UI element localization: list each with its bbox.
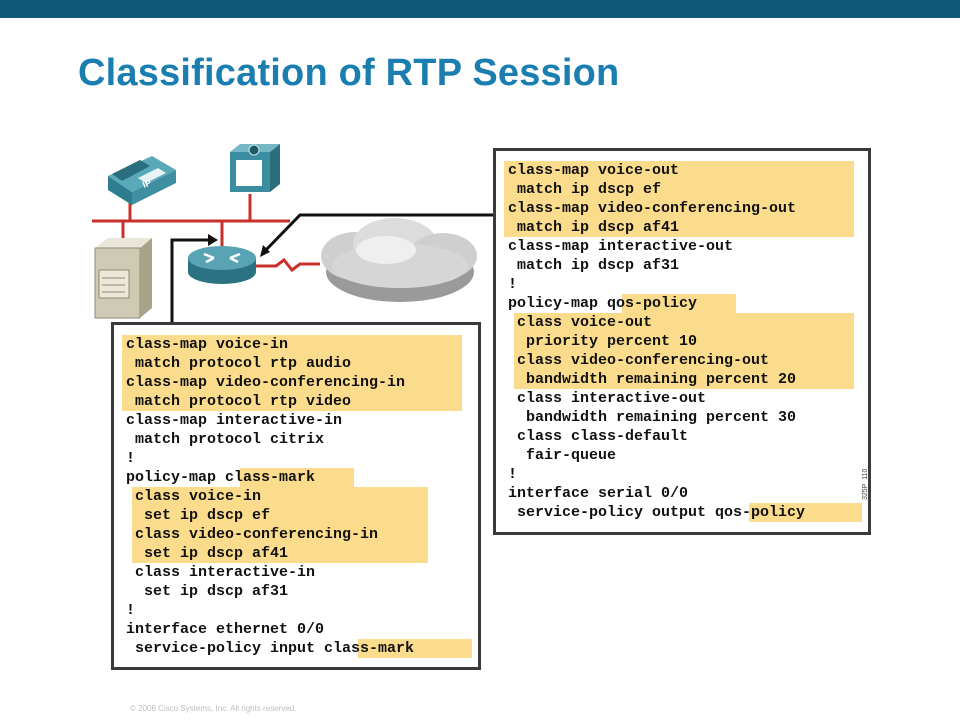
config-line: service-policy input class-mark <box>126 640 415 657</box>
config-line: class video-conferencing-in <box>126 526 379 543</box>
config-line: bandwidth remaining percent 20 <box>508 371 797 388</box>
config-line: match protocol rtp audio <box>126 355 352 372</box>
highlight-priority-bandwidth <box>514 313 854 389</box>
config-line: match ip dscp ef <box>508 181 662 198</box>
slide-title: Classification of RTP Session <box>78 52 620 94</box>
config-line: class-map video-conferencing-in <box>126 374 406 391</box>
ingress-config-box: class-map voice-in match protocol rtp au… <box>111 322 481 670</box>
router-icon <box>188 246 256 284</box>
egress-config-box: class-map voice-out match ip dscp ef cla… <box>493 148 871 535</box>
highlight-voice-video-out <box>504 161 854 237</box>
config-line: class-map interactive-out <box>508 238 734 255</box>
config-line: class class-default <box>508 428 689 445</box>
highlight-policy-class-mark <box>240 468 354 487</box>
config-line: service-policy output qos-policy <box>508 504 806 521</box>
config-line: class interactive-out <box>508 390 707 407</box>
config-line: fair-queue <box>508 447 617 464</box>
config-line: ! <box>126 450 136 467</box>
config-line: class voice-out <box>508 314 653 331</box>
right-callout-line <box>262 213 493 254</box>
serial-link-line <box>256 257 320 273</box>
config-line: match protocol rtp video <box>126 393 352 410</box>
figure-id: 325P_110 <box>862 468 869 500</box>
left-callout-line <box>170 238 214 322</box>
highlight-policy-qos <box>622 294 736 313</box>
highlight-input-class-mark <box>358 639 472 658</box>
config-line: class-map voice-in <box>126 336 289 353</box>
ip-phone-icon: IP <box>108 156 176 205</box>
config-line: ! <box>508 276 518 293</box>
config-line: set ip dscp af31 <box>126 583 289 600</box>
config-line: class interactive-in <box>126 564 316 581</box>
wan-cloud-icon <box>321 218 477 302</box>
config-line: class video-conferencing-out <box>508 352 770 369</box>
config-line: priority percent 10 <box>508 333 698 350</box>
config-line: match ip dscp af31 <box>508 257 680 274</box>
config-line: class-map voice-out <box>508 162 680 179</box>
config-line: class-map interactive-in <box>126 412 343 429</box>
config-line: set ip dscp af41 <box>126 545 289 562</box>
config-line: policy-map class-mark <box>126 469 316 486</box>
config-line: match protocol citrix <box>126 431 325 448</box>
config-line: ! <box>126 602 136 619</box>
config-line: class voice-in <box>126 488 262 505</box>
config-line: interface serial 0/0 <box>508 485 689 502</box>
config-line: ! <box>508 466 518 483</box>
highlight-set-dscp <box>132 487 428 563</box>
config-line: interface ethernet 0/0 <box>126 621 325 638</box>
top-banner <box>0 0 960 18</box>
config-line: set ip dscp ef <box>126 507 271 524</box>
highlight-output-qos <box>749 503 862 522</box>
video-terminal-icon <box>230 144 280 192</box>
config-line: bandwidth remaining percent 30 <box>508 409 797 426</box>
config-line: match ip dscp af41 <box>508 219 680 236</box>
highlight-voice-video-in <box>122 335 462 411</box>
config-line: policy-map qos-policy <box>508 295 698 312</box>
config-line: class-map video-conferencing-out <box>508 200 797 217</box>
copyright-text: © 2006 Cisco Systems, Inc. All rights re… <box>130 704 297 713</box>
server-icon <box>94 238 152 319</box>
svg-text:IP: IP <box>141 177 153 189</box>
